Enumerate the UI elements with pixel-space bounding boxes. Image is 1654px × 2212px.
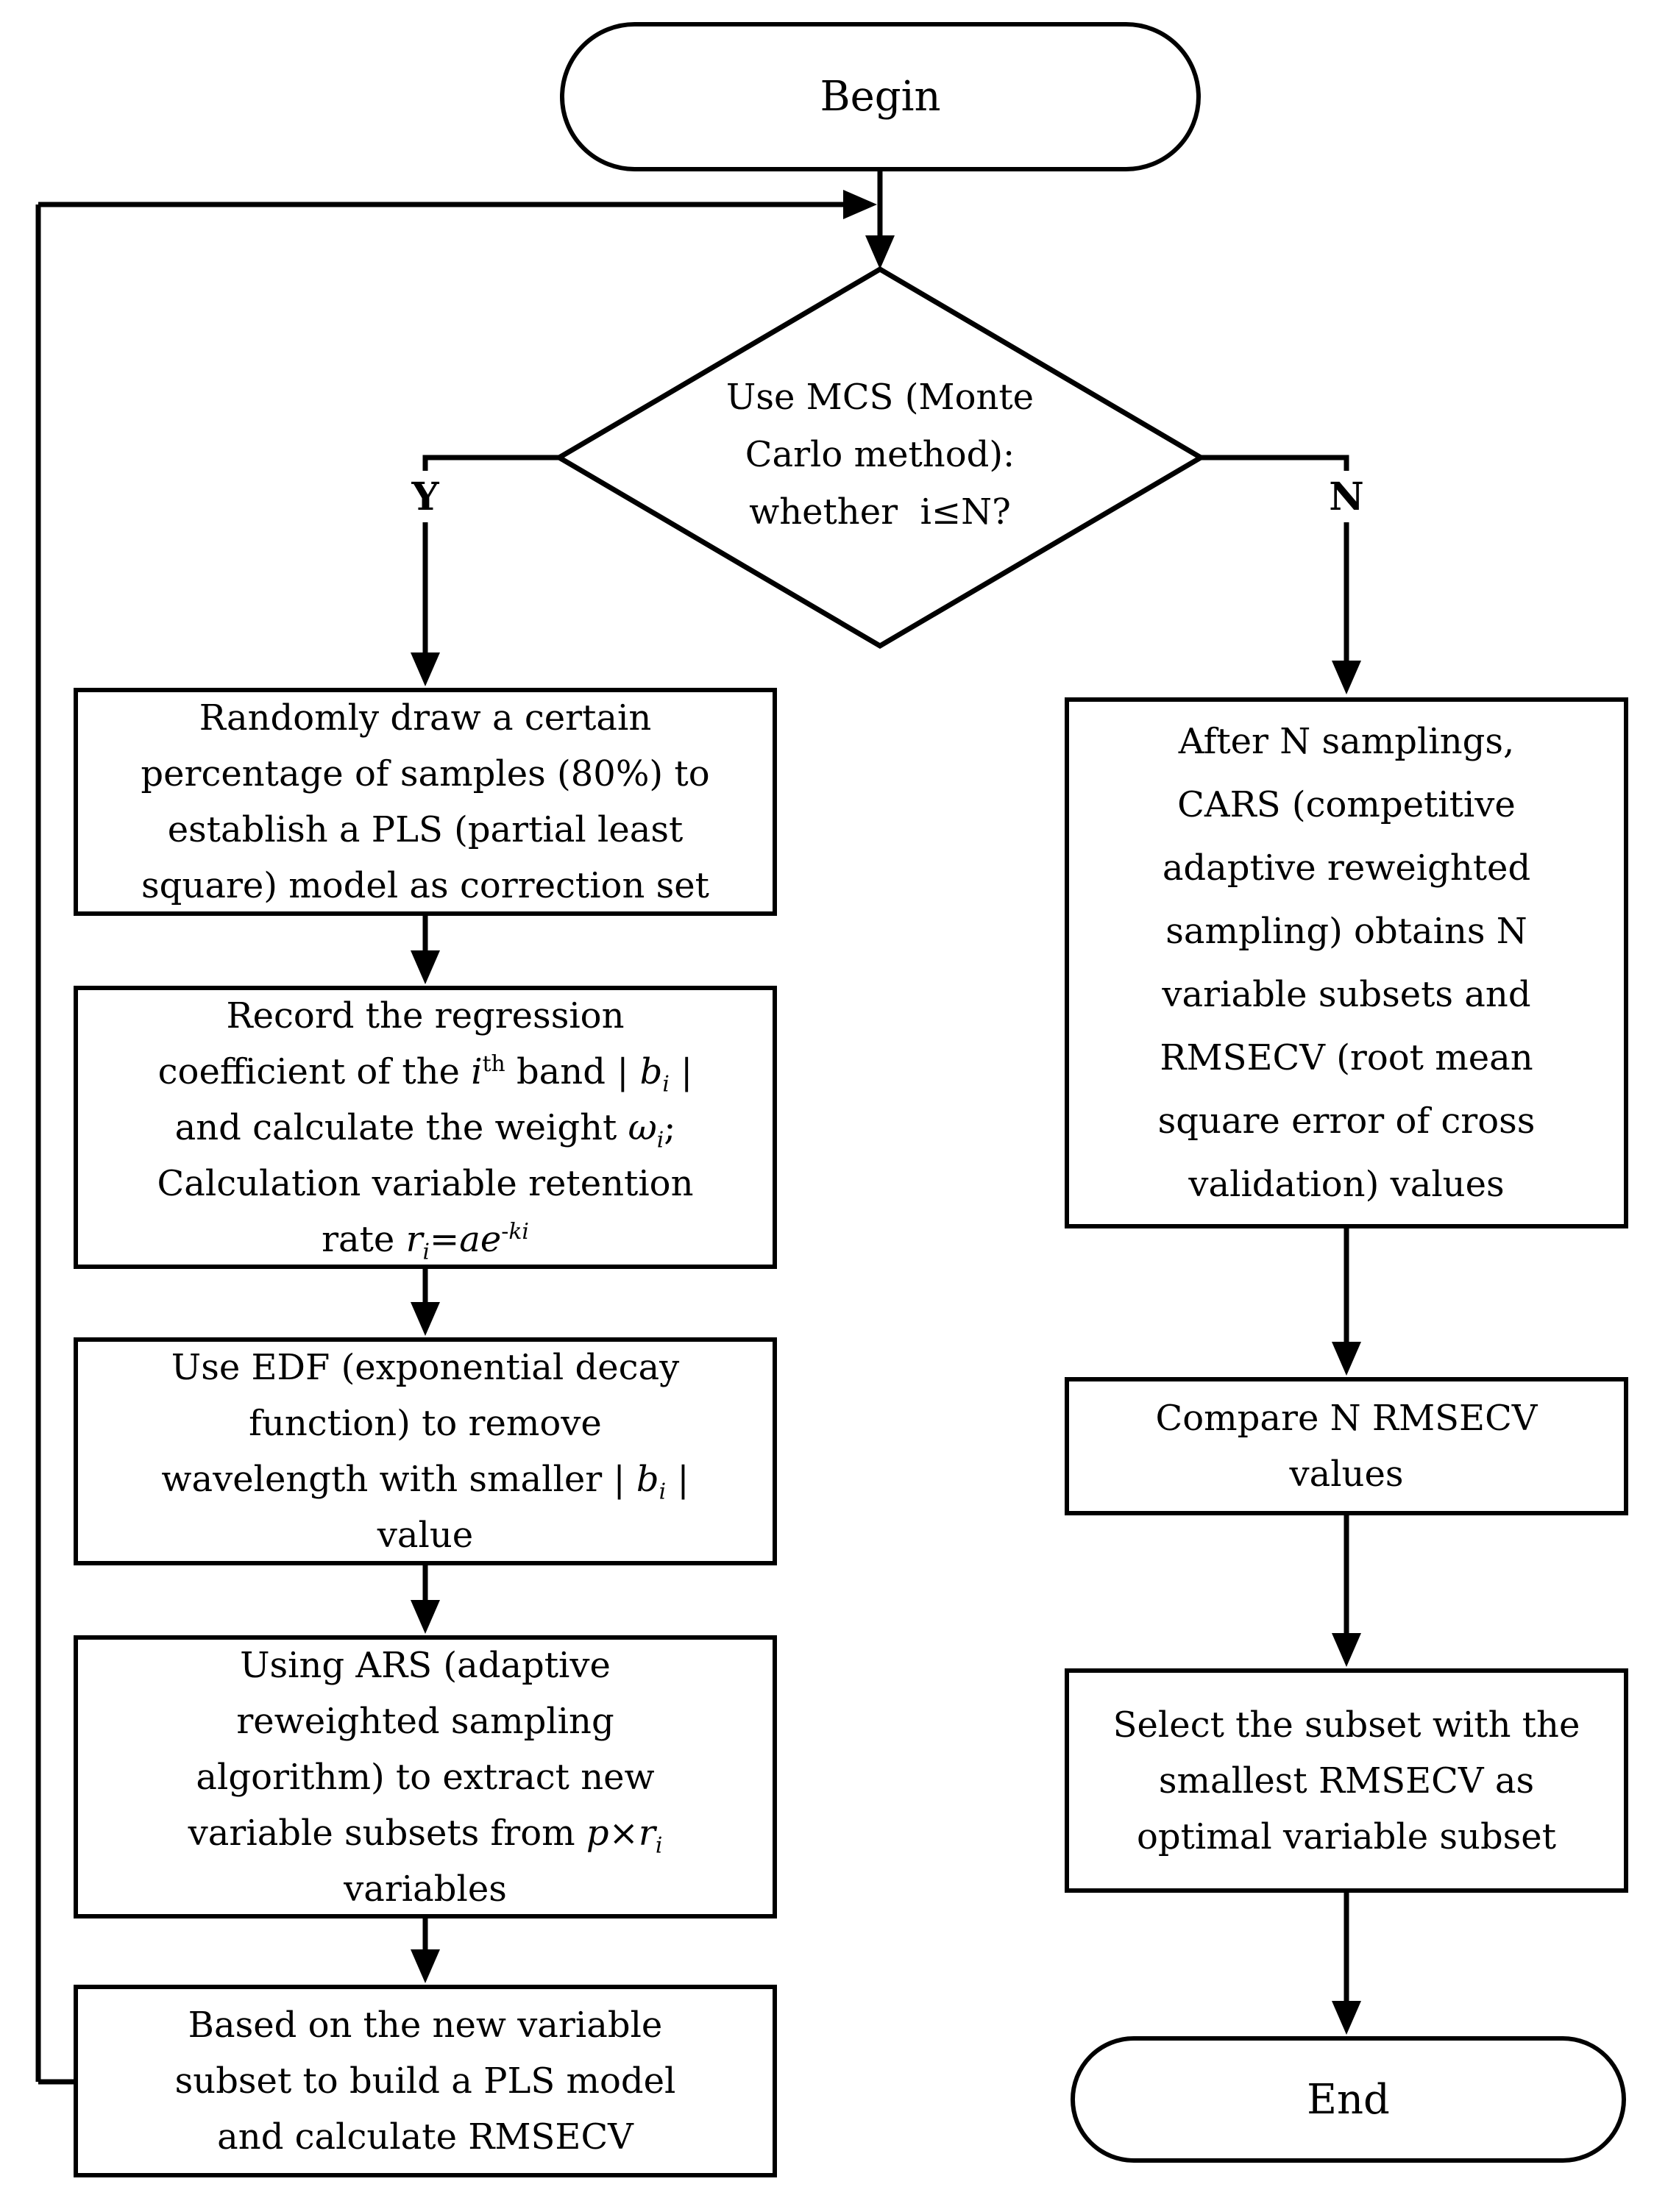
end-terminator-label: End (1307, 2075, 1390, 2124)
arrowhead-left-1-2 (411, 950, 440, 984)
arrowhead-loop-junction (843, 190, 877, 219)
arrowhead-right-3-end (1332, 2001, 1361, 2035)
branch-label-yes: Y (396, 472, 455, 521)
connector-branch-no (1201, 455, 1349, 661)
arrowhead-left-4-5 (411, 1949, 440, 1983)
branch-label-no: N (1317, 472, 1376, 521)
arrowhead-right-1-2 (1332, 1342, 1361, 1376)
feedback-loop-line (35, 202, 843, 2085)
branch-no-text: N (1329, 474, 1364, 519)
branch-yes-text: Y (411, 474, 439, 519)
decision-diamond-shape (554, 266, 1206, 650)
arrowhead-left-2-3 (411, 1302, 440, 1336)
start-terminator-label: Begin (820, 73, 941, 121)
arrowhead-yes-branch (411, 652, 440, 686)
arrowhead-no-branch (1332, 661, 1361, 694)
connector-branch-yes (422, 455, 559, 653)
end-terminator: End (1071, 2036, 1626, 2163)
arrowhead-into-decision (865, 235, 895, 269)
arrowhead-left-3-4 (411, 1600, 440, 1634)
start-terminator: Begin (560, 22, 1201, 171)
arrowhead-right-2-3 (1332, 1633, 1361, 1667)
